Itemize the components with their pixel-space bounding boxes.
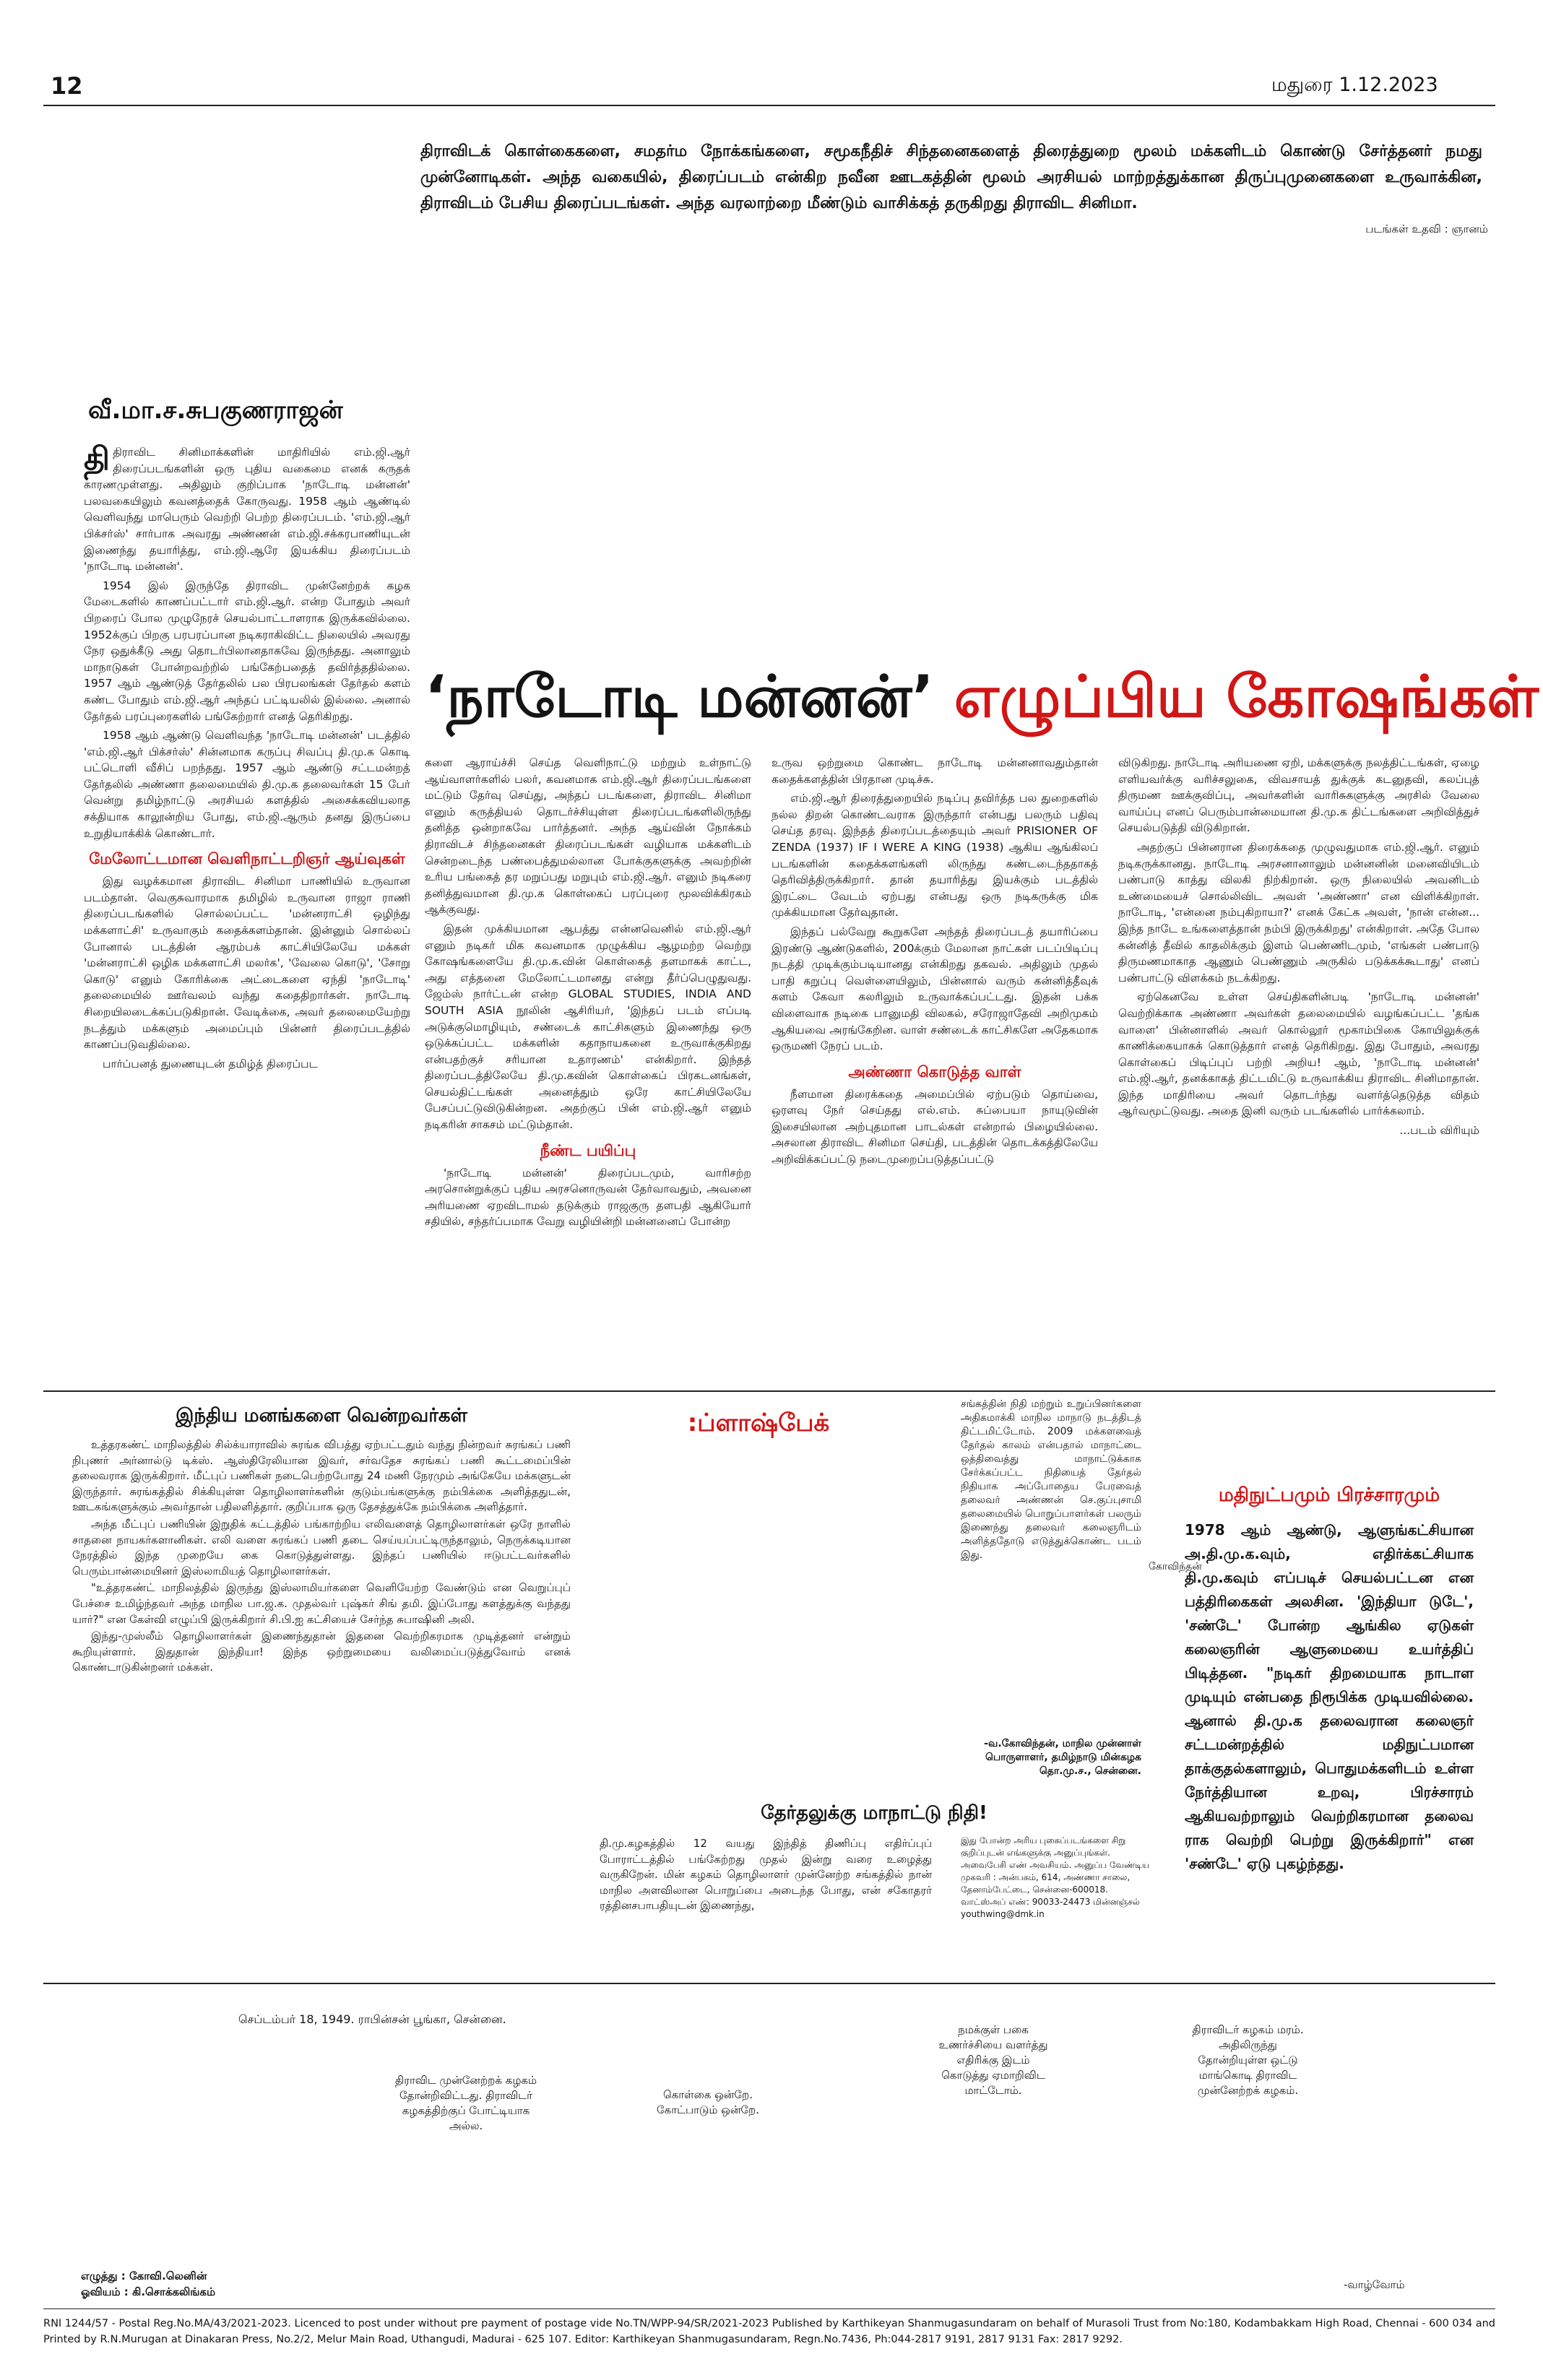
col3-para-3: இந்தப் பல்வேறு கூறுகளே அந்தத் திரைப்படத்… <box>772 925 1098 1053</box>
speech-bubble-4: திராவிடர் கழகம் மரம். அதிலிருந்து தோன்றி… <box>1192 2023 1304 2097</box>
comic-artist: ஓவியம் : கி.சொக்கலிங்கம் <box>81 2285 216 2298</box>
col1-para-5: பார்ப்பனத் துணையுடன் தமிழ்த் திரைப்பட <box>103 1057 318 1070</box>
col4-para-3: ஏற்கெனவே உள்ள செய்திகளின்படி 'நாடோடி மன்… <box>1118 990 1479 1118</box>
article-column-2: களை ஆராய்ச்சி செய்த வெளிநாட்டு மற்றும் உ… <box>425 755 751 1233</box>
col1-subheading: மேலோட்டமான வெளிநாட்டறிஞர் ஆய்வுகள் <box>89 850 405 868</box>
flashback-signature: -வ.கோவிந்தன், மாநில முன்னாள் பொருளாளர், … <box>984 1738 1141 1777</box>
comic-continued: -வாழ்வோம் <box>1344 2278 1405 2291</box>
box-wisdom-campaign: மதிநுட்பமும் பிரச்சாரமும் 1978 ஆம் ஆண்டு… <box>1185 1484 1474 1876</box>
speech-bubble-1: திராவிட முன்னேற்றக் கழகம் தோன்றிவிட்டது.… <box>394 2074 537 2132</box>
col1-para-3: 1958 ஆம் ஆண்டு வெளிவந்த 'நாடோடி மன்னன்' … <box>84 729 410 840</box>
comic-caption: செப்டம்பர் 18, 1949. ராபின்சன் பூங்கா, ச… <box>238 2012 506 2026</box>
submission-notice: இது போன்ற அரிய புகைப்படங்களை சிறு குறிப்… <box>961 1835 1150 1919</box>
intro-text: திராவிடக் கொள்கைகளை, சமதர்ம நோக்கங்களை, … <box>420 142 1482 212</box>
author-name: வீ.மா.ச.சுபகுணராஜன் <box>88 396 343 425</box>
main-headline: ‘நாடோடி மன்னன்’ எழுப்பிய கோஷங்கள்! <box>425 665 1543 730</box>
flashback-photo-area: :ப்ளாஷ்பேக் <box>600 1408 917 1440</box>
box1-text: உத்தரகண்ட் மாநிலத்தில் சில்க்யாராவில் சு… <box>72 1438 571 1674</box>
drop-cap: தி <box>84 441 111 477</box>
box-election-fund: தேர்தலுக்கு மாநாட்டு நிதி! தி.மு.கழகத்தி… <box>600 1802 1149 1914</box>
speech-bubble-3: நமக்குள் பகை உணர்ச்சியை வளர்த்து எதிரிக்… <box>938 2023 1048 2097</box>
col2-para-2: இதன் முக்கியமான ஆபத்து என்னவெனில் எம்.ஜி… <box>425 922 751 1132</box>
article-column-3: உருவ ஒற்றுமை கொண்ட நாடோடி மன்னனாவதும்தான… <box>772 755 1098 1171</box>
box4-title: மதிநுட்பமும் பிரச்சாரமும் <box>1218 1484 1440 1506</box>
article-column-4: விடுகிறது. நாடோடி அரியணை ஏறி, மக்களுக்கு… <box>1118 755 1479 1139</box>
col2-para-1: களை ஆராய்ச்சி செய்த வெளிநாட்டு மற்றும் உ… <box>425 756 751 917</box>
box3-text: தி.மு.கழகத்தில் 12 வயது இந்தித் திணிப்பு… <box>600 1837 932 1913</box>
page-number: 12 <box>51 72 83 100</box>
flashback-text: சங்கத்தின் நிதி மற்றும் உறுப்பினர்களை அத… <box>961 1398 1141 1561</box>
headline-red: எழுப்பிய கோஷங்கள்! <box>954 663 1543 730</box>
box-indian-hearts: இந்திய மனங்களை வென்றவர்கள் உத்தரகண்ட் மா… <box>72 1405 571 1677</box>
speech-bubble-2: கொள்கை ஒன்றே. கோட்பாடும் ஒன்றே. <box>657 2088 759 2116</box>
col2-para-3: 'நாடோடி மன்னன்' திரைப்படமும், வாரிசற்ற அ… <box>425 1166 751 1229</box>
box3-title: தேர்தலுக்கு மாநாட்டு நிதி! <box>761 1802 987 1824</box>
col3-subheading: அண்ணா கொடுத்த வாள் <box>848 1063 1021 1081</box>
col4-para-1: விடுகிறது. நாடோடி அரியணை ஏறி, மக்களுக்கு… <box>1118 756 1479 835</box>
article-column-1: திதிராவிட சினிமாக்களின் மாதிரியில் எம்.ஜ… <box>84 441 410 1075</box>
flashback-title: :ப்ளாஷ்பேக் <box>687 1408 830 1437</box>
comic-writer: எழுத்து : கோவி.லெனின் <box>81 2269 207 2282</box>
col1-para-1: திதிராவிட சினிமாக்களின் மாதிரியில் எம்.ஜ… <box>84 441 410 574</box>
box4-text: 1978 ஆம் ஆண்டு, ஆளுங்கட்சியான அ.தி.மு.க.… <box>1185 1521 1474 1872</box>
col4-para-2: அதற்குப் பின்னரான திரைக்கதை முழுவதுமாக எ… <box>1118 840 1479 985</box>
col1-para-4: இது வழக்கமான திராவிட சினிமா பாணியில் உரு… <box>84 875 410 1052</box>
city-date: மதுரை 1.12.2023 <box>1271 74 1438 96</box>
col1-para-2: 1954 இல் இருந்தே திராவிட முன்னேற்றக் கழக… <box>84 579 410 723</box>
continued-note: ...படம் விரியும் <box>1399 1124 1479 1138</box>
col2-subheading: நீண்ட பயிப்பு <box>540 1141 636 1159</box>
col3-para-2: எம்.ஜி.ஆர் திரைத்துறையில் நடிப்பு தவிர்த… <box>772 792 1098 919</box>
col3-para-4: நீளமான திரைக்கதை அமைப்பில் ஏற்படும் தொய்… <box>772 1087 1098 1167</box>
box1-title: இந்திய மனங்களை வென்றவர்கள் <box>176 1405 467 1427</box>
imprint-line: RNI 1244/57 - Postal Reg.No.MA/43/2021-2… <box>43 2318 1495 2345</box>
headline-black: ‘நாடோடி மன்னன்’ <box>425 663 934 730</box>
photo-credit: படங்கள் உதவி : ஞானம் <box>1365 222 1488 235</box>
col3-para-1: உருவ ஒற்றுமை கொண்ட நாடோடி மன்னனாவதும்தான… <box>772 756 1098 786</box>
photo-tag: கோவிந்தன் <box>1149 1561 1202 1572</box>
